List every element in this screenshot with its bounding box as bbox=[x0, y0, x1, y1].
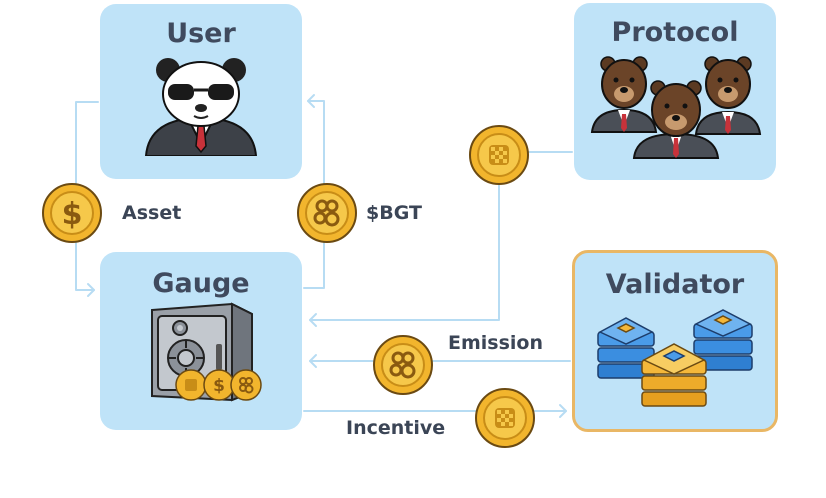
protocol-title: Protocol bbox=[611, 17, 739, 48]
emission-label: Emission bbox=[448, 332, 543, 354]
bear-center bbox=[632, 80, 720, 159]
panda-with-sunglasses-icon bbox=[144, 58, 258, 156]
bgt-arrowhead bbox=[307, 94, 315, 108]
bear-right bbox=[694, 56, 762, 135]
protocol-arrowhead bbox=[309, 313, 317, 327]
svg-text:$: $ bbox=[213, 376, 225, 396]
bears-in-suits-icon bbox=[590, 56, 762, 159]
blue-stack-right bbox=[693, 309, 753, 371]
user-title: User bbox=[166, 18, 236, 49]
gauge-title: Gauge bbox=[152, 268, 250, 299]
asset-arrowhead bbox=[87, 283, 95, 297]
svg-text:$: $ bbox=[62, 197, 83, 232]
vault-coins-icon: $ bbox=[175, 369, 262, 401]
bgt-label: $BGT bbox=[366, 202, 422, 224]
token-coin-icon bbox=[475, 388, 535, 448]
bgt-coin-icon bbox=[297, 183, 357, 243]
incentive-label: Incentive bbox=[346, 417, 446, 439]
blue-stack-left bbox=[597, 317, 655, 379]
server-stacks-icon bbox=[597, 309, 753, 407]
dollar-coin-icon: $ bbox=[42, 183, 102, 243]
emission-arrowhead bbox=[309, 354, 317, 368]
validator-title: Validator bbox=[605, 269, 745, 300]
bear-left bbox=[590, 56, 658, 133]
protocol-edge bbox=[309, 151, 573, 321]
incentive-arrowhead bbox=[559, 404, 567, 418]
token-coin-icon bbox=[469, 125, 529, 185]
asset-label: Asset bbox=[122, 202, 182, 224]
bgt-coin-icon bbox=[373, 335, 433, 395]
gold-stack-center bbox=[641, 343, 707, 407]
